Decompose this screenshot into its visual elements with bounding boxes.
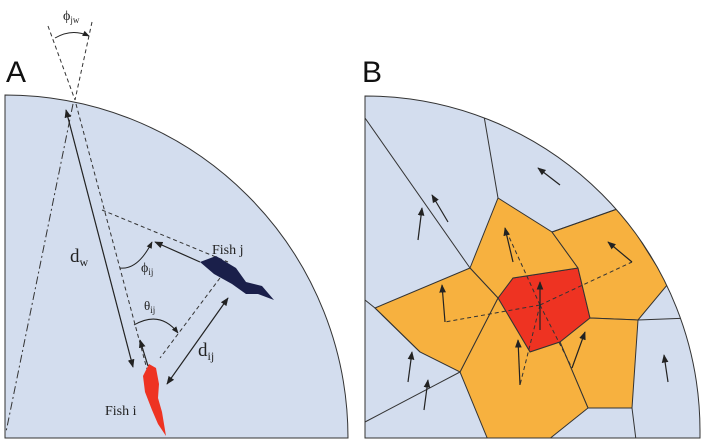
panel-b-letter: B (362, 56, 382, 89)
arrow-n-right (607, 241, 633, 263)
fish-i-label: Fish i (105, 404, 137, 419)
theta-ij-label: θij (144, 298, 155, 315)
dw-arrow (64, 109, 135, 368)
voronoi-cells (365, 115, 691, 438)
panel-a: A ϕjw dw ϕij θij dij Fish j (4, 9, 349, 439)
arrow-blue-2 (417, 207, 425, 241)
arrow-blue-5 (423, 379, 431, 411)
phi-ij-arc (119, 241, 153, 269)
arrow-n-bottom-right (571, 331, 586, 369)
neighbor-links (444, 227, 633, 386)
arrow-blue-6 (661, 354, 669, 383)
panel-b: B (362, 56, 701, 439)
dw-label: dw (70, 246, 89, 269)
phi-ij-label: ϕij (141, 261, 153, 277)
fish-j-shape (154, 241, 274, 300)
panel-a-letter: A (6, 56, 26, 89)
arrow-blue-3 (431, 194, 449, 223)
arrow-n-bottom (514, 339, 522, 386)
dij-arrow (166, 297, 229, 385)
phi-jw-arc (54, 30, 90, 39)
arrow-blue-4 (407, 351, 415, 383)
cone-line-left (47, 25, 76, 101)
arrow-blue-1 (537, 167, 561, 186)
phi-jw-label: ϕjw (63, 9, 80, 25)
arena-quadrant-a (4, 94, 349, 439)
arrow-n-left (439, 284, 446, 323)
cone-line-right (74, 21, 93, 101)
fish-i-shape (139, 339, 166, 436)
fish-j-label: Fish j (212, 243, 244, 258)
heading-arrows (407, 167, 669, 411)
dij-label: dij (198, 340, 214, 363)
arena-quadrant-b-outline (364, 95, 701, 439)
fish-j-heading-extension (101, 209, 229, 263)
neighbor-cell-bottom-right (559, 317, 639, 409)
wall-ray-dashdot (5, 103, 74, 433)
view-line-i (75, 103, 149, 374)
arrow-n-top (503, 227, 514, 263)
